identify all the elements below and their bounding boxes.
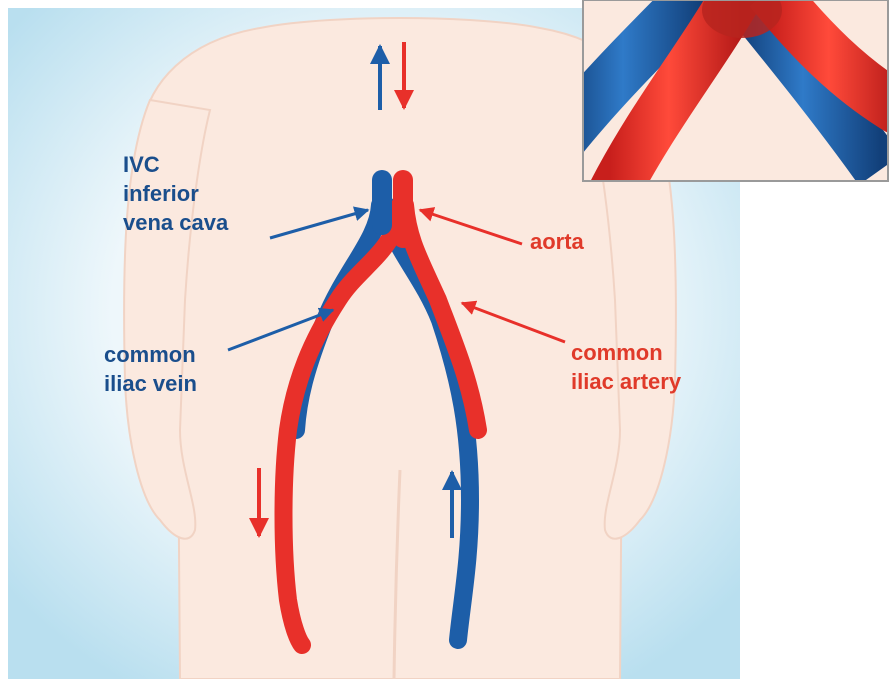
label-ivc: IVC inferior vena cava [123, 150, 228, 237]
label-ivc-abbr: IVC [123, 150, 228, 179]
label-ivc-line2: vena cava [123, 208, 228, 237]
label-civ-line2: iliac vein [104, 369, 197, 398]
inset-zoom [560, 0, 889, 200]
label-aorta-text: aorta [530, 227, 584, 256]
label-common-iliac-artery: common iliac artery [571, 338, 681, 396]
label-cia-line1: common [571, 338, 681, 367]
label-ivc-line1: inferior [123, 179, 228, 208]
label-common-iliac-vein: common iliac vein [104, 340, 197, 398]
label-cia-line2: iliac artery [571, 367, 681, 396]
label-civ-line1: common [104, 340, 197, 369]
label-aorta: aorta [530, 227, 584, 256]
